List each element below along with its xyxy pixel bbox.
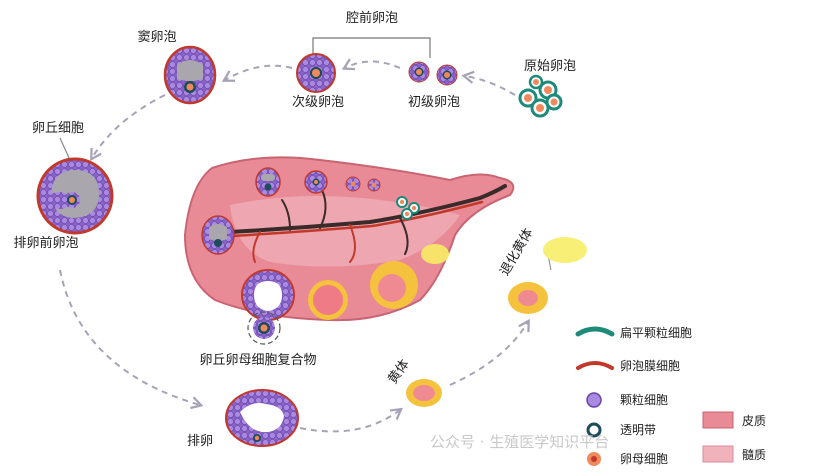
legend-item-granulosa: 颗粒细胞 — [586, 392, 668, 408]
cumulus-oocyte-complex — [247, 311, 281, 345]
primary-follicles — [408, 61, 458, 86]
cycle-arrows — [59, 58, 530, 433]
purple-cell-icon — [586, 392, 602, 408]
legend-item-cortex: 皮质 — [702, 411, 766, 429]
watermark: 公众号 · 生殖医学知识平台 — [430, 433, 609, 451]
legend-item-zona: 透明带 — [586, 422, 656, 438]
ovulating-follicle — [225, 389, 299, 447]
label-antral: 窦卵泡 — [137, 30, 176, 45]
legend-item-medulla: 髓质 — [702, 445, 766, 463]
label-ovulation: 排卵 — [187, 434, 213, 449]
red-arc-icon — [576, 361, 614, 370]
cumulus-pointer — [59, 137, 71, 161]
teal-arc-icon — [575, 326, 615, 337]
arrow-preovulatory-to-ovulation — [59, 269, 204, 410]
svg-text:透明带: 透明带 — [620, 423, 656, 437]
preovulatory-follicle — [36, 157, 114, 235]
corpus-luteum — [406, 379, 442, 407]
svg-text:髓质: 髓质 — [742, 448, 766, 462]
legend-item-oocyte: 卵母细胞 — [587, 452, 668, 466]
medulla-box-icon — [702, 445, 734, 463]
svg-text:卵泡膜细胞: 卵泡膜细胞 — [620, 359, 680, 373]
label-primordial: 原始卵泡 — [524, 59, 576, 74]
label-corpus-luteum: 黄体 — [386, 357, 413, 387]
secondary-follicle — [296, 53, 336, 93]
label-corpus-albicans: 退化黄体 — [497, 226, 536, 279]
legend-item-flat-granulosa: 扁平颗粒细胞 — [575, 325, 692, 340]
svg-text:皮质: 皮质 — [742, 414, 766, 428]
arrow-antral-to-preovulatory — [90, 94, 166, 162]
label-secondary: 次级卵泡 — [292, 94, 344, 110]
ovary-corpus-luteum — [308, 244, 449, 320]
arrow-luteum-to-albicans — [449, 318, 530, 386]
legend-item-theca: 卵泡膜细胞 — [576, 359, 680, 373]
antral-follicle — [163, 45, 217, 105]
ovary-small-follicles — [201, 167, 420, 255]
label-primary: 初级卵泡 — [408, 95, 460, 110]
cortex-box-icon — [702, 411, 734, 429]
label-cumulus: 卵丘细胞 — [32, 121, 84, 136]
arrow-primary-to-secondary — [341, 58, 401, 71]
label-preantral: 腔前卵泡 — [346, 10, 398, 26]
arrow-primordial-to-primary — [461, 70, 516, 96]
ovary-ovulating-follicle — [241, 269, 295, 321]
arrow-ovulation-to-luteum — [299, 407, 403, 433]
label-coc: 卵丘卵母细胞复合物 — [199, 353, 316, 368]
corpus-albicans — [508, 237, 587, 314]
preantral-bracket — [312, 37, 431, 58]
legend: 扁平颗粒细胞 卵泡膜细胞 颗粒细胞 透明带 卵母细胞 皮质 髓质 — [575, 325, 766, 466]
svg-text:卵母细胞: 卵母细胞 — [620, 452, 668, 466]
label-preovulatory: 排卵前卵泡 — [13, 235, 78, 251]
svg-text:扁平颗粒细胞: 扁平颗粒细胞 — [620, 325, 692, 340]
svg-text:颗粒细胞: 颗粒细胞 — [620, 392, 668, 407]
ovary — [183, 156, 515, 322]
primordial-follicles — [518, 74, 563, 118]
arrow-secondary-to-antral — [221, 64, 293, 82]
ring-icon — [586, 422, 602, 438]
